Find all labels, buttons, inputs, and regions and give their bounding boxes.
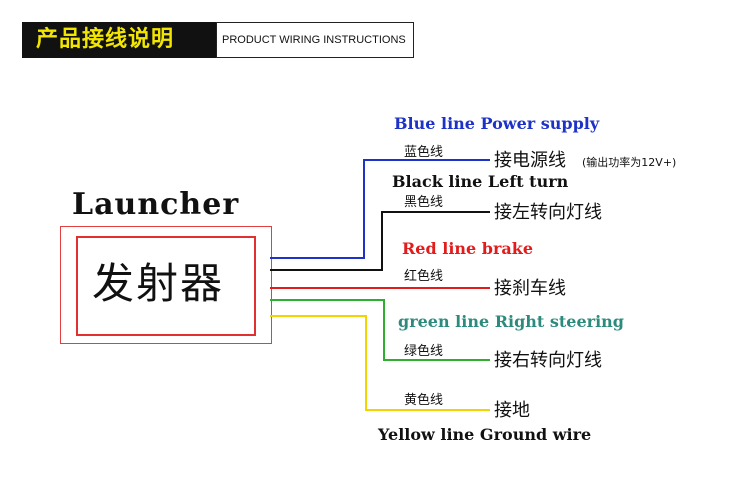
device-box-inner [76,236,256,336]
blue-wire-note: (输出功率为12V+) [582,156,677,169]
black-wire-english: Black line Left turn [392,172,569,191]
device-box-outer [60,226,272,344]
header-title: 产品接线说明 [36,27,175,52]
blue-wire-english: Blue line Power supply [394,114,600,133]
header-subtitle: PRODUCT WIRING INSTRUCTIONS [222,34,406,46]
header-subtitle-box [216,22,414,58]
green-wire-label: 绿色线 [404,344,444,359]
red-wire-label: 红色线 [404,269,444,284]
green-wire [270,299,490,361]
red-wire-connection: 接刹车线 [494,278,566,299]
header-title-background [22,22,216,58]
red-wire-english: Red line brake [402,239,534,258]
blue-wire-connection: 接电源线 [494,150,566,171]
yellow-wire-label: 黄色线 [404,393,444,408]
green-wire-english: green line Right steering [398,312,624,331]
yellow-wire-english: Yellow line Ground wire [378,425,592,444]
blue-wire [270,159,490,259]
device-name-english: Launcher [72,187,240,222]
black-wire-label: 黑色线 [404,195,444,210]
green-wire-connection: 接右转向灯线 [494,350,602,371]
black-wire [270,211,490,271]
device-name-chinese: 发射器 [92,259,225,308]
blue-wire-label: 蓝色线 [404,145,444,160]
black-wire-connection: 接左转向灯线 [494,202,602,223]
yellow-wire [270,315,490,411]
yellow-wire-connection: 接地 [494,400,530,421]
